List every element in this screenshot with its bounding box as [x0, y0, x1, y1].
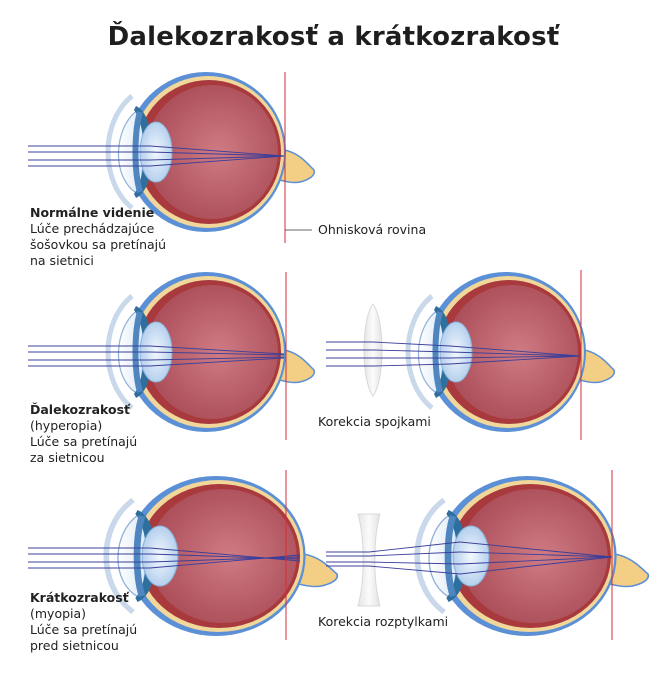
- caption-myopia: Krátkozrakosť (myopia) Lúče sa pretínajú…: [30, 590, 137, 654]
- caption-myopia-line-1: (myopia): [30, 606, 87, 621]
- caption-hyperopia-line-1: (hyperopia): [30, 418, 103, 433]
- caption-hyperopia: Ďalekozrakosť (hyperopia) Lúče sa pretín…: [30, 402, 137, 466]
- caption-hyperopia-line-3: za sietnicou: [30, 450, 105, 465]
- caption-hyperopia-heading: Ďalekozrakosť: [30, 402, 130, 417]
- caption-hyperopia-line-2: Lúče sa pretínajú: [30, 434, 138, 449]
- caption-normal-heading: Normálne videnie: [30, 205, 155, 220]
- caption-normal: Normálne videnie Lúče prechádzajúce šošo…: [30, 205, 166, 269]
- rays-hyperopia: [28, 345, 285, 367]
- eye-myopia-corrected: [417, 476, 648, 636]
- caption-normal-line-3: na sietnici: [30, 253, 94, 268]
- caption-myopia-heading: Krátkozrakosť: [30, 590, 129, 605]
- correction-concave-label: Korekcia rozptylkami: [318, 614, 449, 629]
- rays-myopia: [28, 547, 301, 569]
- focal-plane-label: Ohnisková rovina: [318, 222, 427, 237]
- caption-normal-line-2: šošovkou sa pretínajú: [30, 237, 167, 252]
- caption-myopia-line-3: pred sietnicou: [30, 638, 119, 653]
- rays-normal: [28, 145, 285, 167]
- concave-lens-icon: [357, 513, 381, 607]
- rays-myopia-corrected: [326, 541, 613, 575]
- correction-convex-label: Korekcia spojkami: [318, 414, 431, 429]
- caption-myopia-line-2: Lúče sa pretínajú: [30, 622, 138, 637]
- page-title: Ďalekozrakosť a krátkozrakosť: [107, 22, 560, 52]
- eye-myopia: [106, 476, 337, 636]
- caption-normal-line-1: Lúče prechádzajúce: [30, 221, 155, 236]
- rays-hyperopia-corrected: [326, 341, 581, 367]
